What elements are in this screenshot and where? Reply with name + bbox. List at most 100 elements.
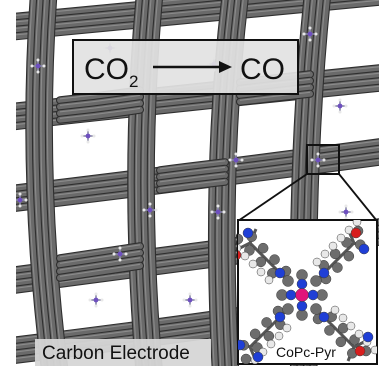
nitrogen-atom <box>318 267 330 279</box>
zoom-callout <box>237 144 378 222</box>
cobalt-atom <box>295 288 309 302</box>
hydrogen-atom <box>248 259 258 269</box>
carbon-atom <box>263 330 275 342</box>
marker-atom <box>308 26 312 30</box>
fiber-strand-highlight <box>16 85 379 126</box>
marker-atom <box>234 152 238 156</box>
reactant-subscript: 2 <box>129 72 138 91</box>
marker-atom <box>182 298 186 302</box>
fiber-strand <box>57 256 143 275</box>
fiber-weave-h3a <box>155 158 230 194</box>
oxygen-atom <box>350 227 362 239</box>
fiber-strand-highlight <box>40 0 57 366</box>
marker-atom <box>148 214 152 218</box>
marker-atom <box>344 216 348 220</box>
fiber-strand-highlight <box>159 173 226 183</box>
marker-atom <box>154 208 158 212</box>
marker-atom <box>338 210 342 214</box>
carbon-atom <box>240 353 252 364</box>
fiber-strand-highlight <box>16 79 379 119</box>
marker-atom <box>92 134 96 138</box>
carbon-atom <box>329 248 341 260</box>
marker-atom <box>344 104 348 108</box>
marker-core <box>215 209 221 215</box>
fiber-strand <box>57 100 143 117</box>
fiber-strand-highlight <box>239 91 311 101</box>
marker-core <box>187 297 193 303</box>
fiber-strand <box>157 159 228 174</box>
marker-core <box>35 63 41 69</box>
carbon-atom <box>282 303 294 315</box>
carbon-atom <box>282 275 294 287</box>
fiber-strand-highlight <box>46 0 64 366</box>
marker-atom <box>36 58 40 62</box>
oxygen-atom <box>238 250 242 260</box>
marker-atom <box>240 158 244 162</box>
fiber-strand <box>157 172 228 187</box>
fiber-strand-highlight <box>159 160 226 170</box>
marker-atom <box>350 210 354 214</box>
marker-atom <box>94 292 98 296</box>
fiber-strand-highlight <box>59 94 141 106</box>
nitrogen-atom <box>362 331 374 343</box>
marker-atom <box>308 38 312 42</box>
marker-core <box>233 157 239 163</box>
marker-atom <box>310 158 314 162</box>
fiber-strand <box>237 90 313 105</box>
fiber-strand <box>32 0 54 366</box>
carbon-atom <box>255 256 267 268</box>
hydrogen-atom <box>336 233 346 243</box>
marker-atom <box>88 298 92 302</box>
marker-atom <box>86 128 90 132</box>
hydrogen-atom <box>330 305 340 315</box>
callout-line-right <box>338 173 378 222</box>
fiber-strand-highlight <box>59 257 141 271</box>
hydrogen-atom <box>240 251 250 261</box>
marker-atom <box>316 164 320 168</box>
fiber-strand <box>45 0 67 366</box>
marker-atom <box>118 246 122 250</box>
fiber-strand-highlight <box>59 263 141 277</box>
nitrogen-atom <box>274 311 286 323</box>
marker-atom <box>112 252 116 256</box>
marker-core <box>147 207 153 213</box>
fiber-strand <box>57 243 143 262</box>
marker-atom <box>344 204 348 208</box>
nitrogen-atom <box>285 289 297 301</box>
molecule-marker-icon <box>310 152 326 168</box>
fiber-strand <box>157 165 228 180</box>
carbon-atom <box>324 325 335 336</box>
nitrogen-atom <box>242 227 254 239</box>
molecule-marker-icon <box>338 204 354 220</box>
carbon-atom <box>335 336 347 348</box>
hydrogen-atom <box>346 321 356 331</box>
nitrogen-atom <box>238 339 246 351</box>
fiber-strand <box>39 0 61 366</box>
carbon-atom <box>332 262 343 273</box>
fiber-strand <box>157 178 228 193</box>
marker-atom <box>302 32 306 36</box>
molecule-marker-icon <box>142 202 158 218</box>
hydrogen-atom <box>352 220 362 227</box>
marker-atom <box>194 298 198 302</box>
marker-atom <box>338 98 342 102</box>
fiber-strand <box>57 106 143 123</box>
electrode-label-box <box>35 339 211 366</box>
molecule-marker-icon <box>182 292 198 308</box>
carbon-atom <box>269 254 280 265</box>
marker-atom <box>188 304 192 308</box>
carbon-atom <box>249 328 261 340</box>
molecule-marker-icon <box>16 192 28 208</box>
nitrogen-atom <box>296 278 308 290</box>
reaction-reactant: CO2 <box>84 53 138 91</box>
reaction-arrow-icon <box>153 61 232 73</box>
carbon-atom <box>310 303 322 315</box>
marker-core <box>315 157 321 163</box>
hydrogen-atom <box>256 267 266 277</box>
oxygen-atom <box>354 345 366 357</box>
nitrogen-atom <box>252 351 264 363</box>
marker-atom <box>148 202 152 206</box>
hydrogen-atom <box>312 257 322 267</box>
fiber-strand <box>57 262 143 281</box>
marker-atom <box>314 32 318 36</box>
